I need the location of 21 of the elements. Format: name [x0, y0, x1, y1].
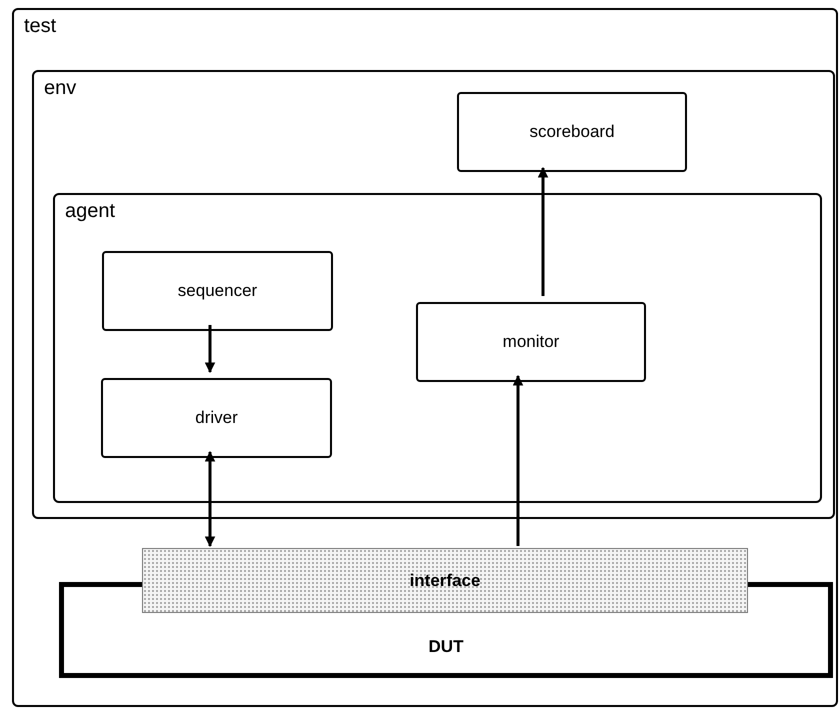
component-box — [457, 92, 687, 172]
node-label: driver — [195, 407, 238, 430]
node-label: DUT — [428, 636, 464, 658]
node-label: env — [44, 76, 76, 101]
interface-bar — [142, 548, 748, 613]
arrow — [204, 325, 216, 374]
node-label: test — [24, 14, 56, 39]
component-box — [102, 251, 333, 331]
container-box — [12, 8, 838, 707]
container-box — [32, 70, 835, 519]
node-label: agent — [65, 199, 116, 224]
component-box — [101, 378, 332, 458]
node-label: sequencer — [178, 280, 258, 302]
container-box — [53, 193, 822, 503]
node-label: monitor — [502, 331, 560, 354]
arrow — [538, 166, 548, 296]
arrow — [512, 374, 524, 546]
component-box — [416, 302, 646, 382]
arrow — [204, 450, 216, 548]
node-label: scoreboard — [529, 121, 615, 144]
node-label: interface — [410, 570, 480, 592]
